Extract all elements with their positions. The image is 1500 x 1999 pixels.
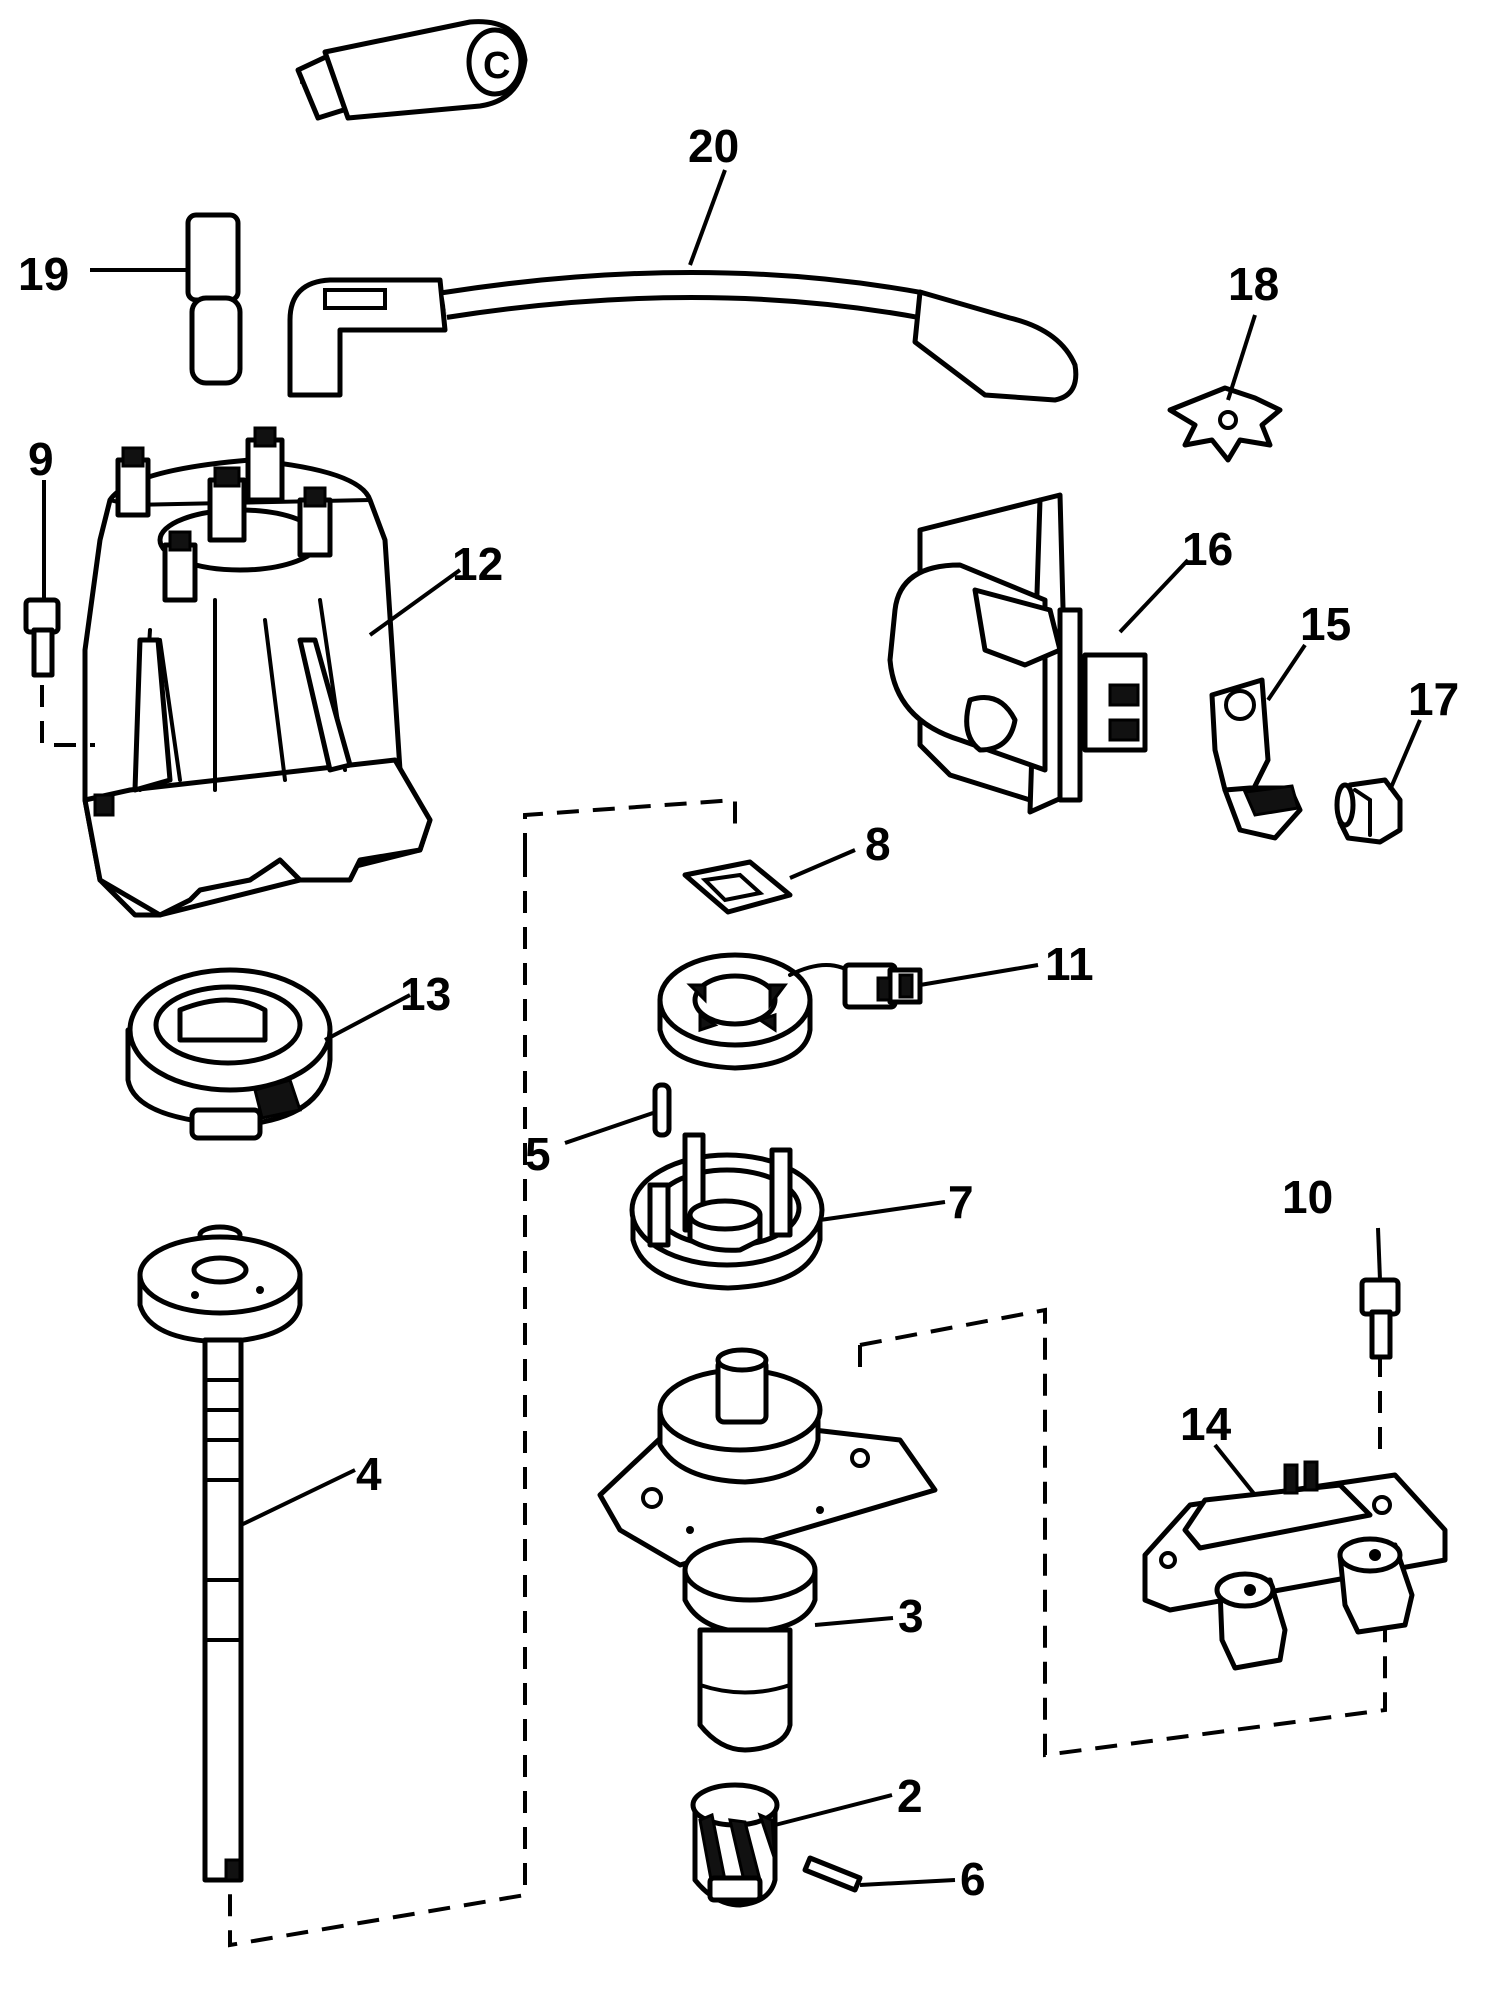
callout-7: 7 [948, 1176, 974, 1228]
cap-terminals [115, 426, 333, 603]
callout-17: 17 [1408, 673, 1459, 725]
callout-5: 5 [525, 1128, 551, 1180]
assembly-path-top [523, 797, 737, 855]
callout-18: 18 [1228, 258, 1279, 310]
callout-13: 14 [1180, 1398, 1232, 1450]
assembly-path-right [859, 1307, 1387, 1758]
part-gear-pin [802, 1855, 863, 1893]
callout-12: 12 [452, 538, 503, 590]
callout-8: 8 [865, 818, 891, 870]
callout-16: 16 [1182, 523, 1233, 575]
callout-3: 3 [898, 1590, 924, 1642]
callout-4: 4 [356, 1448, 382, 1500]
part-ignition-coil [887, 492, 1148, 815]
part-rotor [125, 967, 333, 1141]
part-bracket [1209, 677, 1303, 841]
callout-19: 19 [18, 248, 69, 300]
callout-labels: 19 20 18 9 12 16 15 17 8 11 13 5 7 10 4 … [18, 120, 1459, 1905]
callout-15: 15 [1300, 598, 1351, 650]
part-distributor-shaft [137, 1224, 303, 1883]
part-coil-lead: C [185, 19, 528, 386]
part-retainer-clip [682, 859, 793, 915]
part-pickup-coil [657, 952, 923, 1071]
callout-14: 13 [400, 968, 451, 1020]
part-drive-gear [690, 1782, 780, 1908]
part-distributor-cap [82, 426, 433, 918]
part-lock-washer [1167, 385, 1283, 463]
callout-9: 9 [28, 433, 54, 485]
part-cap-screw [23, 597, 61, 678]
callout-11: 11 [1045, 938, 1094, 990]
callout-20: 20 [688, 120, 739, 172]
assembly-path-left [228, 855, 527, 1948]
leader-lines [42, 169, 1422, 1887]
boot-letter-c: C [483, 45, 510, 87]
callout-10: 10 [1282, 1171, 1333, 1223]
part-ignition-module [1142, 1460, 1448, 1671]
callout-2: 2 [897, 1770, 923, 1822]
part-nut [1334, 777, 1403, 845]
part-module-screw [1359, 1277, 1401, 1360]
part-spark-plug-lead [287, 270, 1079, 403]
part-pole-piece [629, 1132, 825, 1291]
part-distributor-housing [597, 1347, 938, 1753]
callout-6: 6 [960, 1853, 986, 1905]
screw9-path [40, 685, 95, 747]
part-roll-pin [652, 1082, 672, 1138]
